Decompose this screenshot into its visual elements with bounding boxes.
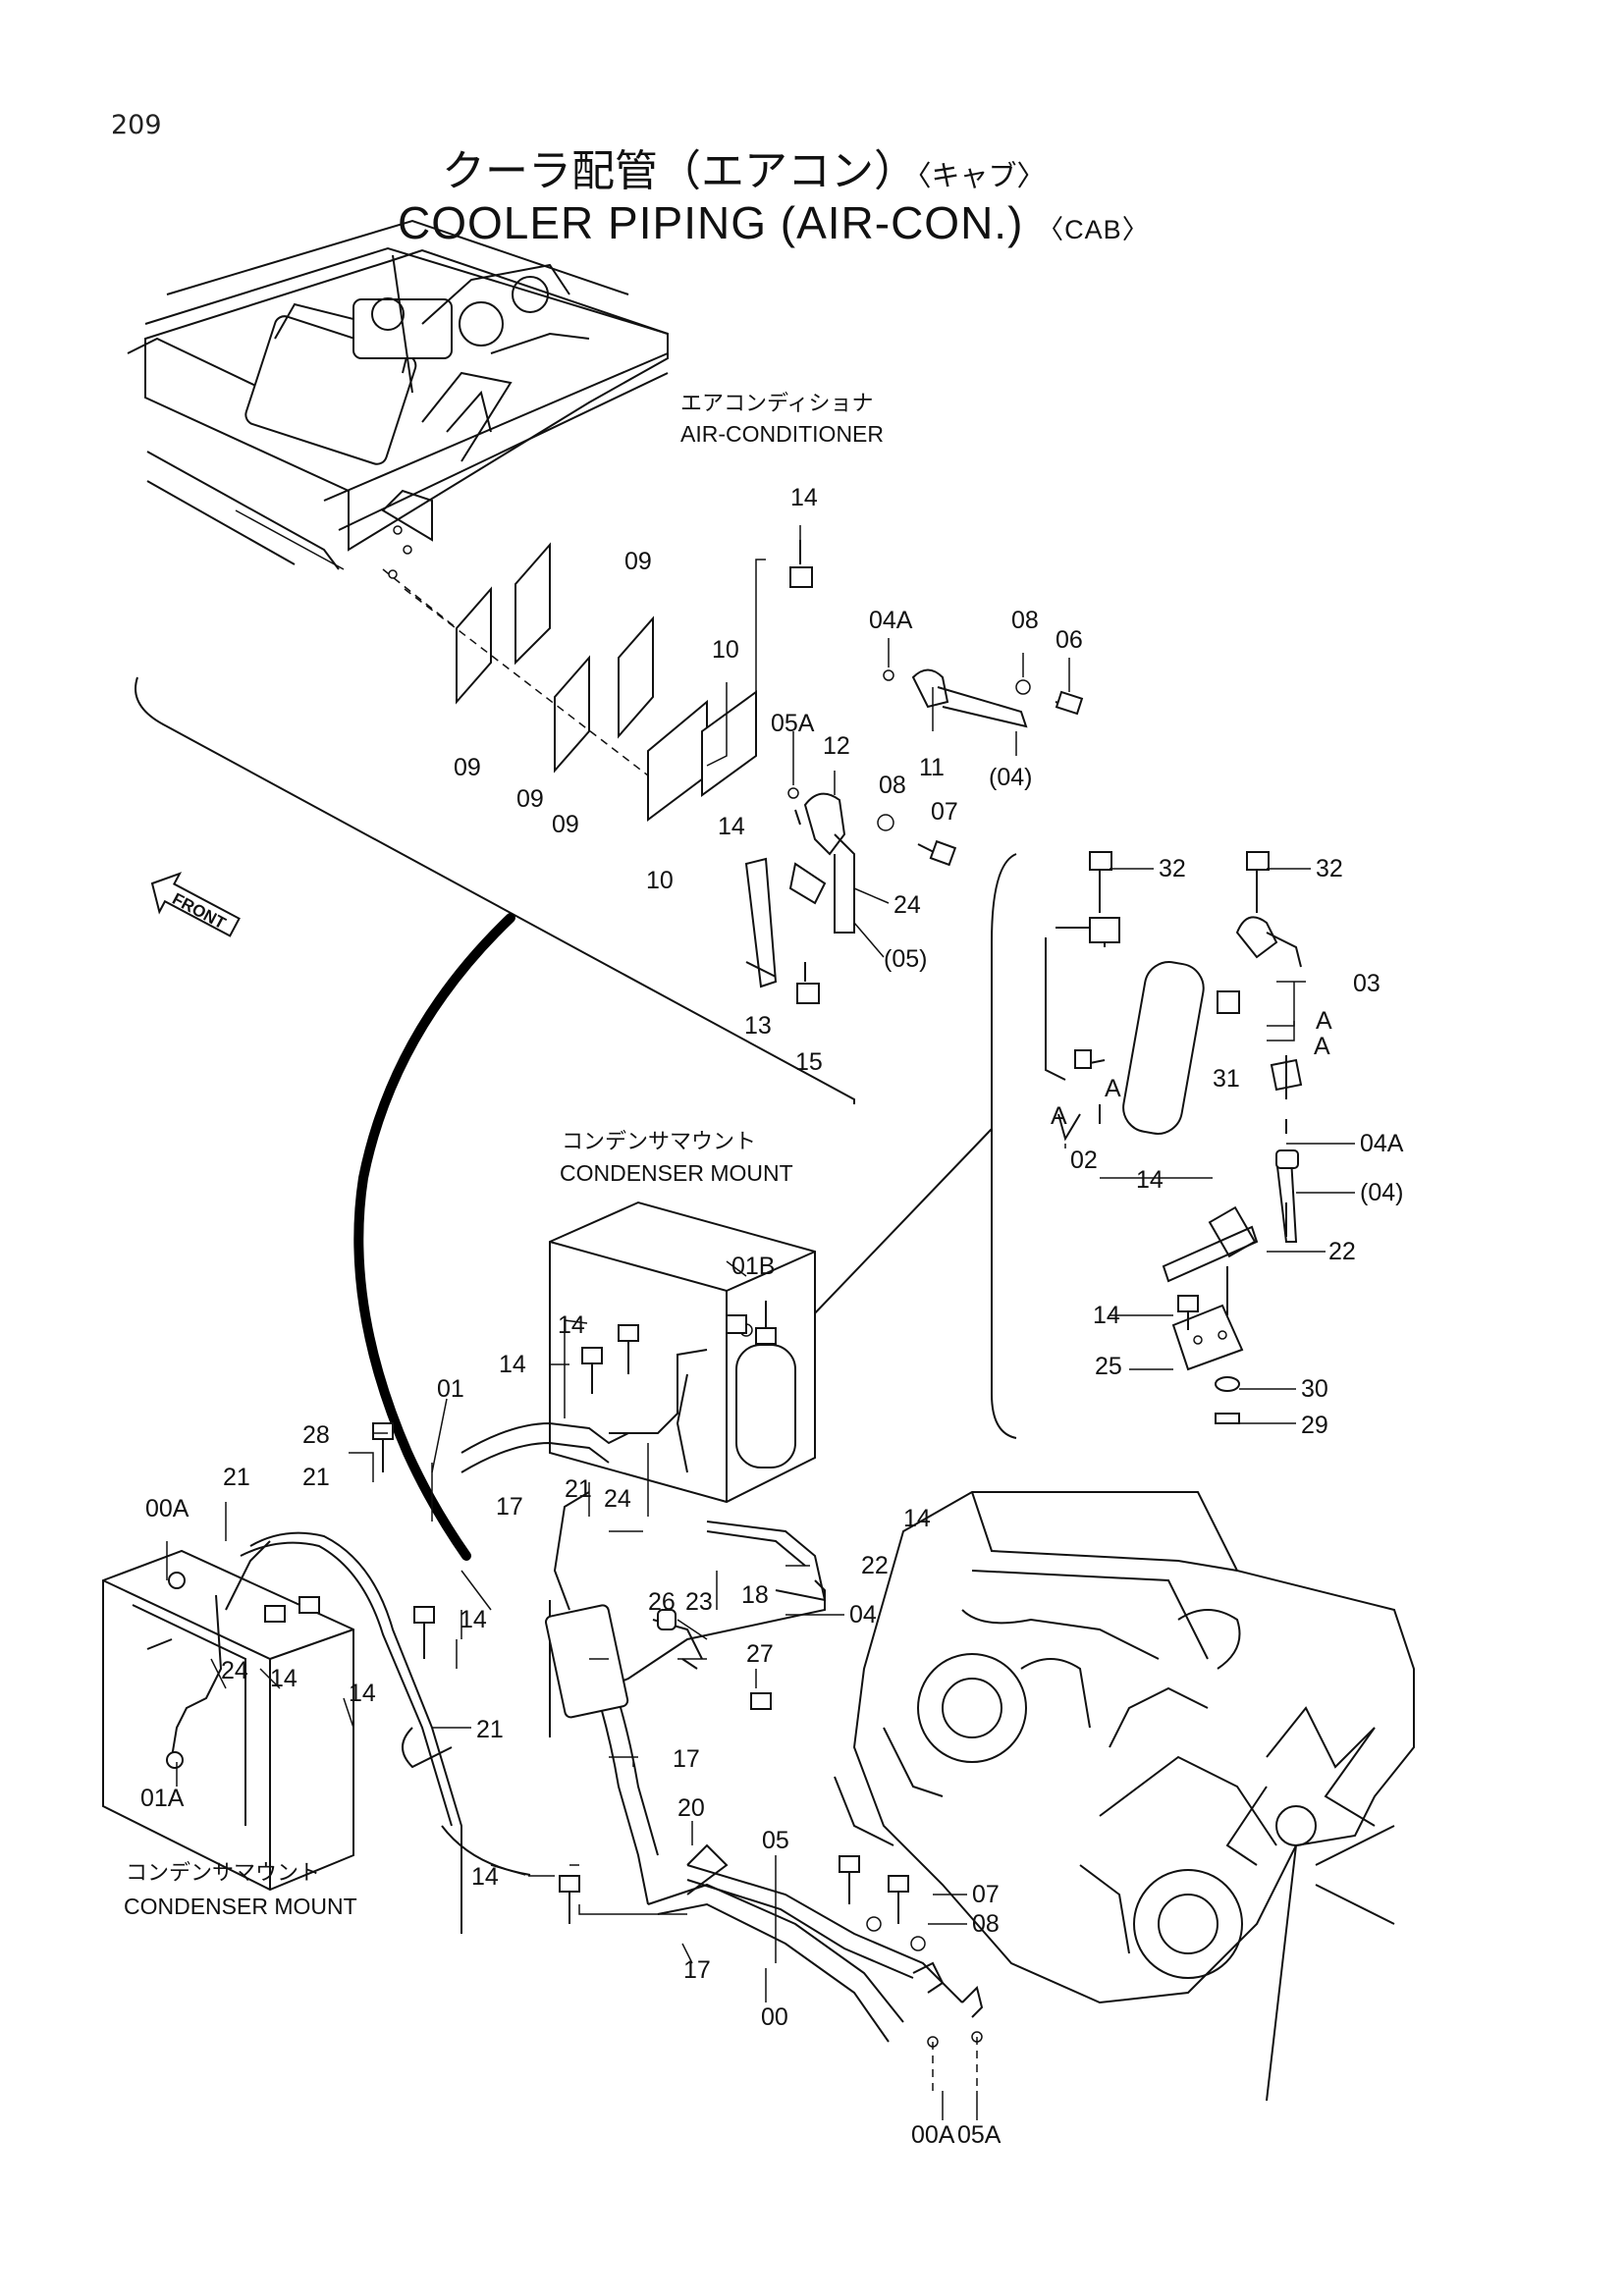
part-label: 15 [795, 1048, 823, 1076]
part-label: (04) [1360, 1179, 1403, 1206]
title-japanese-sub: 〈キャブ〉 [917, 159, 1046, 192]
part-label: 00A [145, 1495, 189, 1522]
part-label: A [1051, 1102, 1067, 1130]
part-label: 12 [823, 732, 850, 760]
part-label: 00A [911, 2121, 955, 2149]
title-japanese: クーラ配管（エアコン）〈キャブ〉 [442, 135, 1046, 198]
part-label: A [1316, 1007, 1332, 1035]
part-label: 21 [565, 1475, 592, 1503]
part-label: A [1314, 1033, 1330, 1060]
part-label: 01A [140, 1785, 185, 1812]
gaskets [382, 542, 757, 822]
part-label: 07 [931, 798, 958, 826]
part-label: 21 [223, 1464, 250, 1491]
part-label: 10 [712, 636, 739, 664]
title-japanese-main: クーラ配管（エアコン） [442, 146, 917, 196]
part-label: 30 [1301, 1375, 1328, 1403]
part-label: 14 [499, 1351, 526, 1378]
part-label: 00 [761, 2003, 788, 2031]
part-label: 09 [624, 548, 652, 575]
part-label: 08 [972, 1910, 1000, 1938]
condenser-mount-caption-jp-2: コンデンサマウント [126, 1861, 320, 1886]
part-label: 27 [746, 1640, 774, 1668]
part-label: 22 [1328, 1238, 1356, 1265]
part-label: 04A [869, 607, 913, 634]
part-label: 17 [496, 1493, 523, 1521]
part-labels: 14 04A 08 06 09 09 09 09 10 10 05A 12 11… [140, 484, 1404, 2149]
part-label: 31 [1213, 1065, 1240, 1093]
part-label: 21 [302, 1464, 330, 1491]
part-label: 24 [893, 891, 921, 919]
part-label: 11 [919, 754, 945, 781]
air-conditioner-illustration [127, 219, 669, 579]
part-label: 23 [685, 1588, 713, 1616]
part-label: 08 [879, 772, 906, 799]
part-label: 05A [957, 2121, 1001, 2149]
condenser-mount-caption-en-1: CONDENSER MOUNT [560, 1160, 793, 1186]
receiver-drier-detail [1045, 851, 1303, 1424]
part-label: 05 [762, 1827, 789, 1854]
part-label: 29 [1301, 1412, 1328, 1439]
page-number: 209 [111, 110, 162, 140]
part-label: 04 [849, 1601, 877, 1629]
part-label: 25 [1095, 1353, 1122, 1380]
part-label: 02 [1070, 1147, 1098, 1174]
air-conditioner-caption-jp: エアコンディショナ [680, 392, 873, 416]
part-label: 01B [731, 1253, 775, 1280]
part-label: 10 [646, 867, 674, 894]
part-label: 08 [1011, 607, 1039, 634]
part-label: 14 [1136, 1166, 1164, 1194]
part-label: 28 [302, 1421, 330, 1449]
condenser-mount-left [102, 1540, 354, 1892]
part-label: 09 [454, 754, 481, 781]
part-label: 26 [648, 1588, 676, 1616]
title-english: COOLER PIPING (AIR-CON.) 〈CAB〉 [398, 196, 1150, 249]
part-label: 14 [903, 1505, 931, 1532]
part-label: 22 [861, 1552, 889, 1579]
bolts [264, 1324, 983, 2091]
part-label: 32 [1316, 855, 1343, 882]
part-label: 24 [604, 1485, 631, 1513]
part-label: 09 [552, 811, 579, 838]
part-label: 14 [349, 1680, 376, 1707]
engine-illustration [834, 1491, 1415, 2102]
front-arrow: FRONT [150, 872, 241, 937]
part-label: 14 [558, 1311, 585, 1339]
part-label: A [1105, 1075, 1121, 1102]
part-label: 09 [516, 785, 544, 813]
part-label: 04A [1360, 1130, 1404, 1157]
part-label: 14 [790, 484, 818, 511]
part-label: 13 [744, 1012, 772, 1040]
title-english-sub: 〈CAB〉 [1037, 215, 1150, 244]
part-label: 20 [677, 1794, 705, 1822]
leader-lines [166, 525, 1355, 2120]
condenser-mount-caption-jp-1: コンデンサマウント [562, 1130, 756, 1154]
part-label: 14 [718, 813, 745, 840]
condenser-mount-caption-en-2: CONDENSER MOUNT [124, 1894, 357, 1919]
front-label: FRONT [169, 889, 229, 934]
top-fittings [744, 540, 1084, 1004]
part-label: 18 [741, 1581, 769, 1609]
part-label: 14 [471, 1863, 499, 1891]
title-english-main: COOLER PIPING (AIR-CON.) [398, 197, 1024, 248]
part-label: 05A [771, 710, 815, 737]
part-label: 14 [270, 1665, 298, 1692]
part-label: 14 [1093, 1302, 1120, 1329]
part-label: (04) [989, 764, 1032, 791]
part-label: 32 [1159, 855, 1186, 882]
part-label: (05) [884, 945, 927, 973]
part-label: 07 [972, 1881, 1000, 1908]
part-label: 21 [476, 1716, 504, 1743]
part-label: 17 [683, 1956, 711, 1984]
part-label: 24 [221, 1657, 248, 1684]
air-conditioner-caption-en: AIR-CONDITIONER [680, 421, 884, 447]
part-label: 06 [1056, 626, 1083, 654]
condenser-box [549, 1201, 816, 1504]
part-label: 17 [673, 1745, 700, 1773]
part-label: 03 [1353, 970, 1380, 997]
part-label: 01 [437, 1375, 464, 1403]
part-label: 14 [460, 1606, 487, 1633]
